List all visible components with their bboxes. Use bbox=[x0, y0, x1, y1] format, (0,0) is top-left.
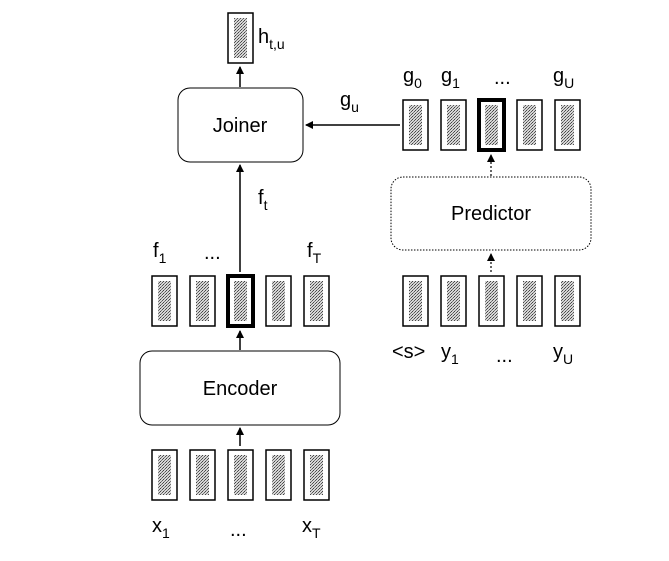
xT-label-sub: T bbox=[312, 525, 321, 541]
svg-text:fT: fT bbox=[307, 240, 322, 266]
joiner-label: Joiner bbox=[213, 115, 268, 137]
svg-text:xT: xT bbox=[302, 515, 321, 541]
g-dots: ... bbox=[494, 67, 511, 89]
joiner-box bbox=[177, 87, 304, 163]
x1-label-main: x bbox=[152, 515, 162, 537]
gU-label-sub: U bbox=[564, 75, 574, 91]
svg-text:g0: g0 bbox=[403, 65, 422, 91]
yU-label-sub: U bbox=[563, 351, 573, 367]
input-x-labels: x1 ... xT bbox=[152, 515, 321, 541]
predictor-input-y-labels: <s> y1 ... yU bbox=[392, 341, 573, 367]
start-token-label: <s> bbox=[392, 341, 425, 363]
svg-text:g1: g1 bbox=[441, 65, 460, 91]
gU-label-main: g bbox=[553, 65, 564, 87]
g1-label-sub: 1 bbox=[452, 75, 460, 91]
svg-text:ft: ft bbox=[258, 187, 268, 213]
predictor-label: Predictor bbox=[451, 203, 531, 225]
g0-label-sub: 0 bbox=[414, 75, 422, 91]
encoder-box bbox=[139, 350, 341, 426]
encoder-output-f-vectors bbox=[151, 274, 330, 328]
x-dots: ... bbox=[230, 519, 247, 541]
h-label-main: h bbox=[258, 26, 269, 48]
encoder-output-f-labels: f1 ... fT bbox=[153, 240, 322, 266]
xT-label-main: x bbox=[302, 515, 312, 537]
y1-label-sub: 1 bbox=[451, 351, 459, 367]
predictor-box bbox=[390, 176, 592, 251]
prediction-output-g-vectors bbox=[402, 98, 581, 152]
ft-label-sub: t bbox=[264, 197, 268, 213]
g1-label-main: g bbox=[441, 65, 452, 87]
x1-label-sub: 1 bbox=[162, 525, 170, 541]
svg-text:yU: yU bbox=[553, 341, 573, 367]
h-label-sub: t,u bbox=[269, 36, 285, 52]
f1-label-main: f bbox=[153, 240, 159, 262]
svg-text:gu: gu bbox=[340, 89, 359, 115]
f-dots: ... bbox=[204, 242, 221, 264]
g0-label-main: g bbox=[403, 65, 414, 87]
ft-label-main: f bbox=[258, 187, 264, 209]
predictor-input-y-vectors bbox=[402, 275, 581, 327]
y-dots: ... bbox=[496, 345, 513, 367]
prediction-output-g-labels: g0 g1 ... gU bbox=[403, 65, 574, 91]
fT-label-main: f bbox=[307, 240, 313, 262]
fT-label-sub: T bbox=[313, 250, 322, 266]
svg-text:ht,u: ht,u bbox=[258, 26, 285, 52]
gu-label-sub: u bbox=[351, 99, 359, 115]
input-x-vectors bbox=[151, 449, 330, 501]
svg-text:x1: x1 bbox=[152, 515, 170, 541]
svg-text:gU: gU bbox=[553, 65, 574, 91]
encoder-label: Encoder bbox=[203, 378, 278, 400]
gu-label-main: g bbox=[340, 89, 351, 111]
yU-label-main: y bbox=[553, 341, 563, 363]
svg-text:y1: y1 bbox=[441, 341, 459, 367]
f1-label-sub: 1 bbox=[159, 250, 167, 266]
y1-label-main: y bbox=[441, 341, 451, 363]
svg-text:f1: f1 bbox=[153, 240, 167, 266]
